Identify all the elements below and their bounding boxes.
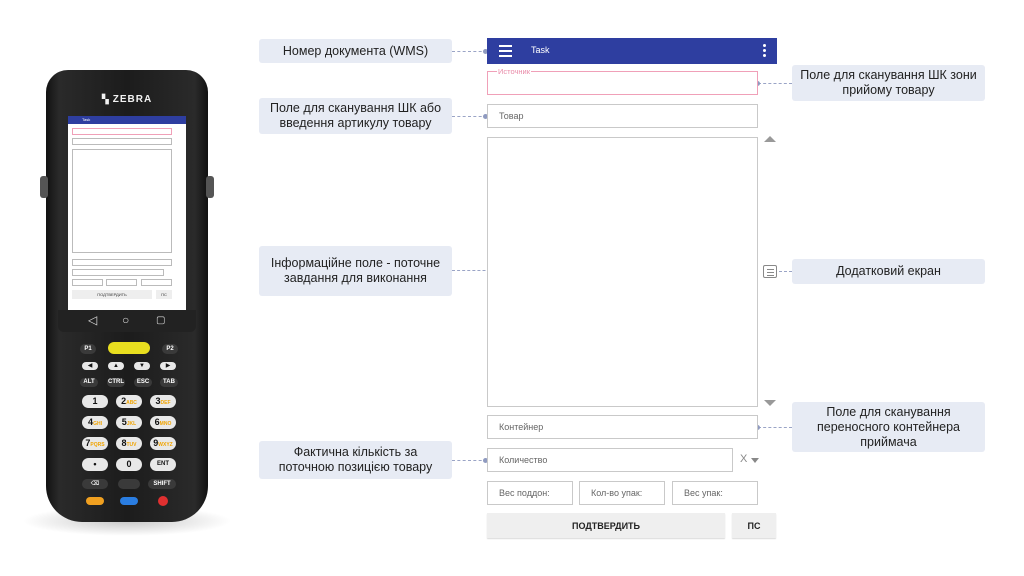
pack-weight-field[interactable]: Вес упак: [672,481,758,505]
side-button-right [206,176,214,198]
scan-trigger-key[interactable] [108,342,150,354]
key-7[interactable]: 7PQRS [82,437,108,450]
key-8[interactable]: 8TUV [116,437,142,450]
leader-scan-zone [758,83,792,84]
key-right-arrow[interactable]: ▶ [160,362,176,370]
leader-scan-item [452,116,487,117]
backspace-icon: ⌫ [90,481,100,487]
key-space[interactable] [118,479,140,489]
key-blue[interactable] [120,497,138,505]
device-screen: Task ПОДТВЕРДИТЬ ПС [68,116,186,310]
key-left-arrow[interactable]: ◀ [82,362,98,370]
scroll-up-icon[interactable] [764,136,776,142]
source-field-label: Источник [497,67,532,76]
mini-item-field [72,138,172,145]
unit-selector[interactable]: X [740,453,748,465]
container-field[interactable]: Контейнер [487,415,758,439]
callout-scan-item: Поле для сканування ШК або введення арти… [259,98,452,134]
mini-source-field [72,128,172,135]
ps-button[interactable]: ПС [732,513,776,538]
handheld-scanner-device: ▚ZEBRA Task ПОДТВЕРДИТЬ ПС ◁ ○ ▢ P1 P2 ◀… [22,70,232,536]
key-dot[interactable]: • [82,458,108,471]
key-3[interactable]: 3DEF [150,395,176,408]
key-ent[interactable]: ENT [150,458,176,471]
recents-icon[interactable]: ▢ [156,315,166,326]
mini-confirm-button: ПОДТВЕРДИТЬ [72,290,152,299]
key-0[interactable]: 0 [116,458,142,471]
confirm-button[interactable]: ПОДТВЕРДИТЬ [487,513,725,538]
dot-scan-item [483,114,488,119]
key-5[interactable]: 5JKL [116,416,142,429]
pallet-weight-field[interactable]: Вес поддон: [487,481,573,505]
leader-extra-screen [779,271,792,272]
callout-scan-zone: Поле для сканування ШК зони прийому това… [792,65,985,101]
mini-container-field [72,259,172,266]
callout-actual-qty: Фактична кількість за поточною позицією … [259,441,452,479]
power-key[interactable] [158,496,168,506]
zebra-logo: ▚ZEBRA [101,94,153,105]
key-up-arrow[interactable]: ▲ [108,362,124,370]
back-icon[interactable]: ◁ [88,313,98,327]
leader-doc-number [452,51,487,52]
key-p2[interactable]: P2 [162,344,178,354]
callout-extra-screen: Додатковий екран [792,259,985,284]
mini-pallet-weight [72,279,103,286]
dot-actual-qty [483,458,488,463]
key-down-arrow[interactable]: ▼ [134,362,150,370]
callout-doc-number: Номер документа (WMS) [259,39,452,63]
key-orange[interactable] [86,497,104,505]
key-tab[interactable]: TAB [160,378,178,387]
key-6[interactable]: 6MNO [150,416,176,429]
zebra-head-icon: ▚ [101,94,110,104]
side-button-left [40,176,48,198]
pack-count-field[interactable]: Кол-во упак: [579,481,665,505]
home-icon[interactable]: ○ [122,313,130,327]
chevron-down-icon[interactable] [751,458,759,463]
leader-scan-container [758,427,792,428]
key-1[interactable]: 1 [82,395,108,408]
key-4[interactable]: 4GHI [82,416,108,429]
leader-actual-qty [452,460,487,461]
app-bar: Task [487,38,777,64]
dot-doc-number [483,49,488,54]
mini-pack-weight [141,279,172,286]
callout-scan-container: Поле для сканування переносного контейне… [792,402,985,452]
key-alt[interactable]: ALT [80,378,98,387]
key-9[interactable]: 9WXYZ [150,437,176,450]
scroll-down-icon[interactable] [764,400,776,406]
callout-info-field: Інформаційне поле - поточне завдання для… [259,246,452,296]
mini-info-area [72,149,172,253]
key-ctrl[interactable]: CTRL [107,378,125,387]
key-p1[interactable]: P1 [80,344,96,354]
mini-pack-count [106,279,137,286]
mini-quantity-field [72,269,164,276]
leader-info-field [452,270,516,271]
info-task-area[interactable] [487,137,758,407]
app-title: Task [531,45,550,55]
additional-screen-icon[interactable] [763,265,777,278]
key-esc[interactable]: ESC [134,378,152,387]
item-field[interactable]: Товар [487,104,758,128]
overflow-menu-icon[interactable] [763,44,766,58]
quantity-field[interactable]: Количество [487,448,733,472]
device-nav-bar: ◁ ○ ▢ [58,310,196,332]
mini-app-bar: Task [68,116,186,124]
key-2[interactable]: 2ABC [116,395,142,408]
source-field[interactable] [487,71,758,95]
key-shift[interactable]: SHIFT [148,479,176,489]
hamburger-menu-icon[interactable] [499,45,512,57]
key-backspace[interactable]: ⌫ [82,479,108,489]
mini-ps-button: ПС [156,290,172,299]
